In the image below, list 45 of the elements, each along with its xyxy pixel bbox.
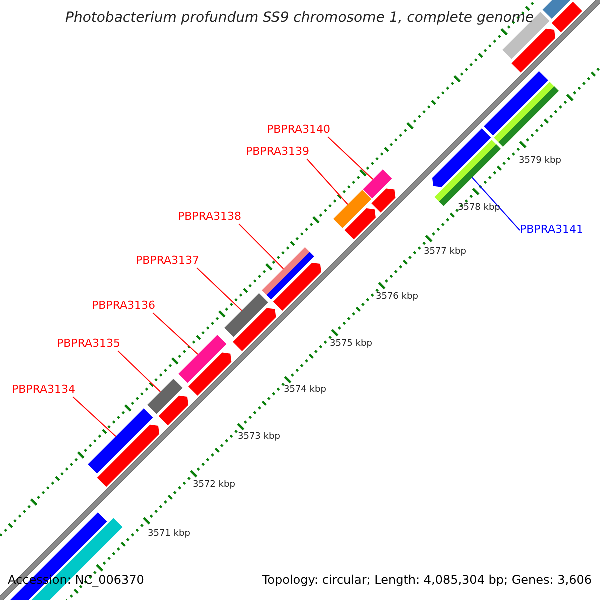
info-text: Topology: circular; Length: 4,085,304 bp; Genes: 3,606 bbox=[262, 574, 592, 588]
gene-label: PBPRA3134 bbox=[12, 384, 76, 397]
gene-feature bbox=[233, 308, 276, 352]
gene-feature bbox=[333, 190, 372, 228]
scale-label: 3578 kbp bbox=[458, 203, 500, 214]
gene-feature bbox=[432, 128, 492, 188]
scale-label: 3579 kbp bbox=[519, 156, 562, 166]
gene-feature bbox=[552, 2, 582, 32]
leader-line bbox=[152, 312, 199, 356]
gene-feature bbox=[494, 82, 560, 147]
leader-line bbox=[306, 158, 348, 206]
leader-line bbox=[472, 177, 520, 231]
gene-feature bbox=[97, 424, 160, 488]
gene-feature bbox=[372, 188, 396, 213]
title: Photobacterium profundum SS9 chromosome 1, complete genome bbox=[66, 10, 534, 26]
gene-feature bbox=[273, 262, 322, 312]
scale-label: 3574 kbp bbox=[284, 385, 326, 396]
gene-feature bbox=[224, 293, 268, 338]
gene-feature bbox=[88, 408, 154, 474]
gene-feature bbox=[188, 352, 232, 396]
gene-label: PBPRA3139 bbox=[246, 146, 310, 159]
gene-feature bbox=[363, 170, 392, 199]
scale-label: 3573 kbp bbox=[238, 432, 280, 442]
gene-label: PBPRA3140 bbox=[267, 124, 331, 137]
gene-label: PBPRA3138 bbox=[178, 211, 242, 224]
leader-line bbox=[196, 268, 242, 312]
gene-feature bbox=[484, 71, 548, 136]
info-text: Accession: NC_006370 bbox=[8, 574, 144, 588]
gene-feature bbox=[512, 28, 556, 73]
gene-label: PBPRA3135 bbox=[57, 338, 121, 351]
gene-feature bbox=[158, 396, 189, 426]
scale-label: 3576 kbp bbox=[376, 292, 418, 302]
gene-label: PBPRA3136 bbox=[92, 300, 156, 313]
scale-label: 3571 kbp bbox=[148, 529, 190, 540]
scale-label: 3577 kbp bbox=[424, 247, 466, 258]
gene-label: PBPRA3137 bbox=[136, 255, 200, 268]
gene-feature bbox=[542, 0, 572, 20]
scale-label: 3572 kbp bbox=[193, 480, 236, 490]
gene-feature bbox=[344, 208, 376, 240]
scale-label: 3575 kbp bbox=[330, 339, 372, 350]
gene-feature bbox=[178, 335, 227, 384]
gene-label: PBPRA3141 bbox=[520, 224, 584, 237]
leader-line bbox=[118, 350, 162, 393]
gene-feature bbox=[148, 378, 183, 414]
leader-line bbox=[238, 224, 284, 270]
